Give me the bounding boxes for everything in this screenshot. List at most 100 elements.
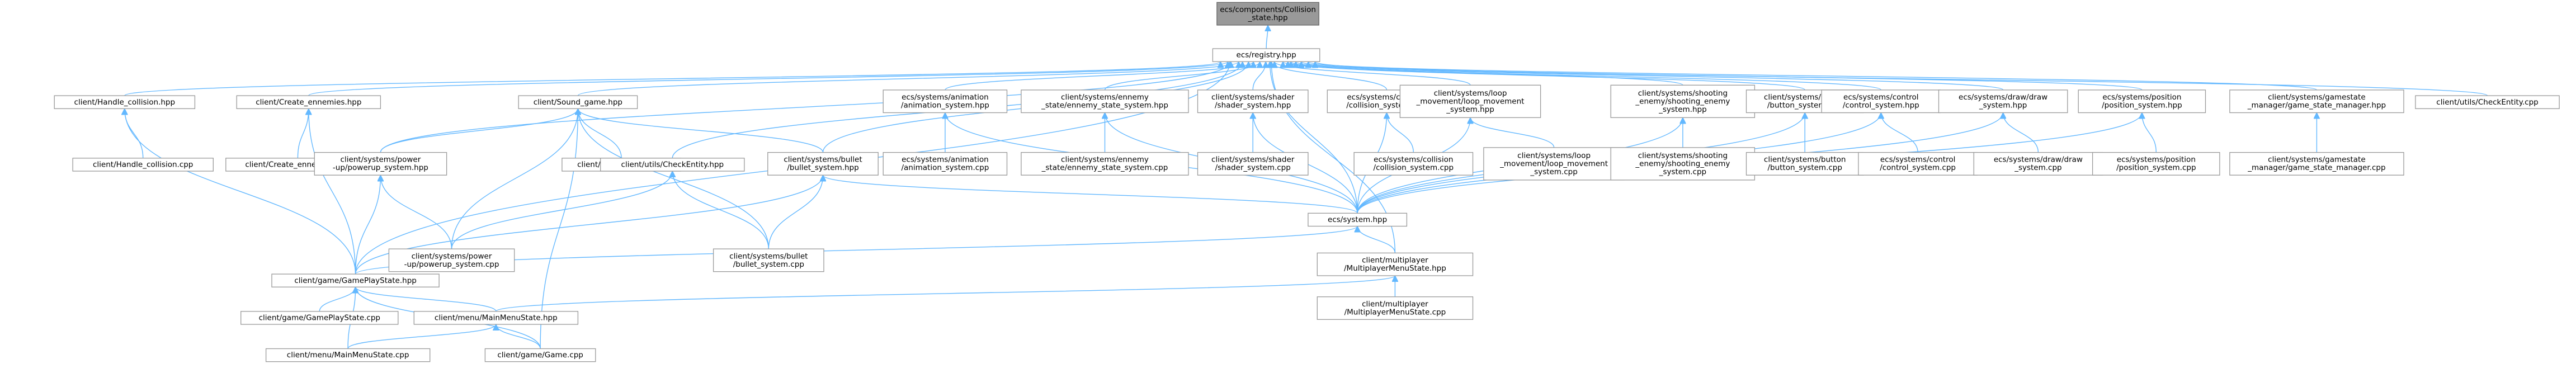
node-label-line: /shader_system.hpp — [1215, 101, 1291, 110]
edge-loop_movement_cpp-to-loop_movement_hpp — [1470, 117, 1555, 148]
node-label-line: _system.cpp — [1659, 168, 1706, 177]
node-powerup-cpp[interactable]: client/systems/power-up/powerup_system.c… — [388, 248, 515, 272]
node-box[interactable] — [1197, 152, 1309, 176]
node-box[interactable] — [1353, 152, 1474, 176]
node-box[interactable] — [2415, 95, 2560, 109]
node-label-line: client/menu/MainMenuState.hpp — [435, 314, 558, 323]
node-box[interactable] — [1745, 152, 1864, 176]
node-position-hpp[interactable]: ecs/systems/position/position_system.hpp — [2078, 89, 2206, 114]
node-box[interactable] — [388, 248, 515, 272]
node-box[interactable] — [518, 95, 638, 109]
node-box[interactable] — [767, 152, 879, 176]
node-checkentity-hpp[interactable]: client/utils/CheckEntity.hpp — [600, 158, 745, 172]
node-draw-hpp[interactable]: ecs/systems/draw/draw_system.hpp — [1938, 89, 2068, 114]
node-collision-state[interactable]: ecs/components/Collision_state.hpp — [1216, 2, 1319, 26]
node-label-line: client/utils/CheckEntity.cpp — [2436, 98, 2538, 107]
node-box[interactable] — [713, 248, 824, 272]
node-handle-collision-cpp[interactable]: client/Handle_collision.cpp — [72, 158, 214, 172]
edge-powerup_cpp-to-checkentity_hpp — [451, 171, 673, 249]
node-box[interactable] — [1317, 296, 1474, 320]
node-multiplayer-cpp[interactable]: client/multiplayer/MultiplayerMenuState.… — [1317, 296, 1474, 320]
node-box[interactable] — [2229, 152, 2404, 176]
node-box[interactable] — [2078, 89, 2206, 114]
node-box[interactable] — [1212, 48, 1320, 62]
node-powerup-hpp[interactable]: client/systems/power-up/powerup_system.h… — [314, 152, 447, 176]
node-loop-movement-hpp[interactable]: client/systems/loop_movement/loop_moveme… — [1399, 84, 1541, 118]
node-sound-game-hpp[interactable]: client/Sound_game.hpp — [518, 95, 638, 109]
node-box[interactable] — [1610, 147, 1756, 181]
node-bullet-hpp[interactable]: client/systems/bullet/bullet_system.hpp — [767, 152, 879, 176]
node-draw-cpp[interactable]: ecs/systems/draw/draw_system.cpp — [1973, 152, 2103, 176]
node-box[interactable] — [1197, 89, 1309, 114]
node-loop-movement-cpp[interactable]: client/systems/loop_movement/loop_moveme… — [1483, 147, 1625, 181]
node-label-line: client/game/Game.cpp — [497, 351, 583, 360]
node-box[interactable] — [2229, 89, 2404, 114]
node-ecs-collision-cpp[interactable]: ecs/systems/collision/collision_system.c… — [1353, 152, 1474, 176]
node-box[interactable] — [883, 89, 1008, 114]
node-create-ennemies-hpp[interactable]: client/Create_ennemies.hpp — [236, 95, 381, 109]
edge-gameplaystate_hpp-to-powerup_hpp — [355, 175, 381, 275]
node-box[interactable] — [265, 348, 431, 362]
node-box[interactable] — [1938, 89, 2068, 114]
node-box[interactable] — [413, 311, 579, 325]
node-box[interactable] — [1021, 89, 1189, 114]
node-box[interactable] — [1317, 252, 1474, 276]
node-label-line: client/systems/shooting — [1638, 152, 1728, 160]
node-box[interactable] — [236, 95, 381, 109]
node-shooting-cpp[interactable]: client/systems/shooting_enemy/shooting_e… — [1610, 147, 1756, 181]
node-box[interactable] — [1308, 213, 1408, 227]
node-ennemy-state-cpp[interactable]: client/systems/ennemy_state/ennemy_state… — [1021, 152, 1189, 176]
node-label-line: client/systems/ennemy — [1061, 93, 1149, 102]
node-box[interactable] — [2092, 152, 2220, 176]
node-label-line: ecs/systems/animation — [902, 93, 989, 102]
node-box[interactable] — [883, 152, 1008, 176]
node-label-line: ecs/systems/control — [1843, 93, 1919, 102]
node-gameplaystate-cpp[interactable]: client/game/GamePlayState.cpp — [240, 311, 399, 325]
node-handle-collision-hpp[interactable]: client/Handle_collision.hpp — [54, 95, 196, 109]
node-bullet-cpp[interactable]: client/systems/bullet/bullet_system.cpp — [713, 248, 824, 272]
node-gameplaystate-hpp[interactable]: client/game/GamePlayState.hpp — [271, 273, 440, 287]
node-control-cpp[interactable]: ecs/systems/control/control_system.cpp — [1858, 152, 1978, 176]
nodes-layer: ecs/components/Collision_state.hpp ecs/re… — [54, 2, 2560, 362]
edge-gameplaystate_hpp-to-handle_collision_hpp — [125, 108, 356, 275]
node-mainmenustate-hpp[interactable]: client/menu/MainMenuState.hpp — [413, 311, 579, 325]
node-label-line: client/systems/shader — [1211, 93, 1295, 102]
node-shader-hpp[interactable]: client/systems/shader/shader_system.hpp — [1197, 89, 1309, 114]
node-box[interactable] — [240, 311, 399, 325]
node-animation-hpp[interactable]: ecs/systems/animation/animation_system.h… — [883, 89, 1008, 114]
node-multiplayer-hpp[interactable]: client/multiplayer/MultiplayerMenuState.… — [1317, 252, 1474, 276]
node-control-hpp[interactable]: ecs/systems/control/control_system.hpp — [1821, 89, 1941, 114]
node-box[interactable] — [314, 152, 447, 176]
node-gamestate-cpp[interactable]: client/systems/gamestate_manager/game_st… — [2229, 152, 2404, 176]
node-box[interactable] — [1821, 89, 1941, 114]
node-button-cpp[interactable]: client/systems/button/button_system.cpp — [1745, 152, 1864, 176]
node-box[interactable] — [72, 158, 214, 172]
node-shader-cpp[interactable]: client/systems/shader/shader_system.cpp — [1197, 152, 1309, 176]
node-gamestate-hpp[interactable]: client/systems/gamestate_manager/game_st… — [2229, 89, 2404, 114]
node-box[interactable] — [271, 273, 440, 287]
node-system-hpp[interactable]: ecs/system.hpp — [1308, 213, 1408, 227]
node-mainmenustate-cpp[interactable]: client/menu/MainMenuState.cpp — [265, 348, 431, 362]
node-game-cpp[interactable]: client/game/Game.cpp — [484, 348, 596, 362]
node-box[interactable] — [484, 348, 596, 362]
edge-powerup_cpp-to-sound_game_hpp — [451, 108, 578, 249]
node-box[interactable] — [1399, 84, 1541, 118]
node-ennemy-state-hpp[interactable]: client/systems/ennemy_state/ennemy_state… — [1021, 89, 1189, 114]
node-label-line: client/systems/loop — [1434, 89, 1507, 98]
node-position-cpp[interactable]: ecs/systems/position/position_system.cpp — [2092, 152, 2220, 176]
node-checkentity-cpp[interactable]: client/utils/CheckEntity.cpp — [2415, 95, 2560, 109]
node-shooting-hpp[interactable]: client/systems/shooting_enemy/shooting_e… — [1610, 84, 1756, 118]
node-box[interactable] — [600, 158, 745, 172]
node-box[interactable] — [54, 95, 196, 109]
node-box[interactable] — [1216, 2, 1319, 26]
node-box[interactable] — [1973, 152, 2103, 176]
node-label-line: _system.cpp — [1530, 168, 1577, 177]
node-box[interactable] — [1021, 152, 1189, 176]
node-label-line: client/systems/button — [1764, 155, 1846, 164]
node-animation-cpp[interactable]: ecs/systems/animation/animation_system.c… — [883, 152, 1008, 176]
node-registry[interactable]: ecs/registry.hpp — [1212, 48, 1320, 62]
edge-gameplaystate_hpp-to-bullet_hpp — [355, 175, 823, 275]
node-box[interactable] — [1858, 152, 1978, 176]
edge-gameplaystate_cpp-to-gameplaystate_hpp — [319, 287, 355, 311]
edge-sound_game_cpp-to-sound_game_hpp — [578, 108, 622, 158]
